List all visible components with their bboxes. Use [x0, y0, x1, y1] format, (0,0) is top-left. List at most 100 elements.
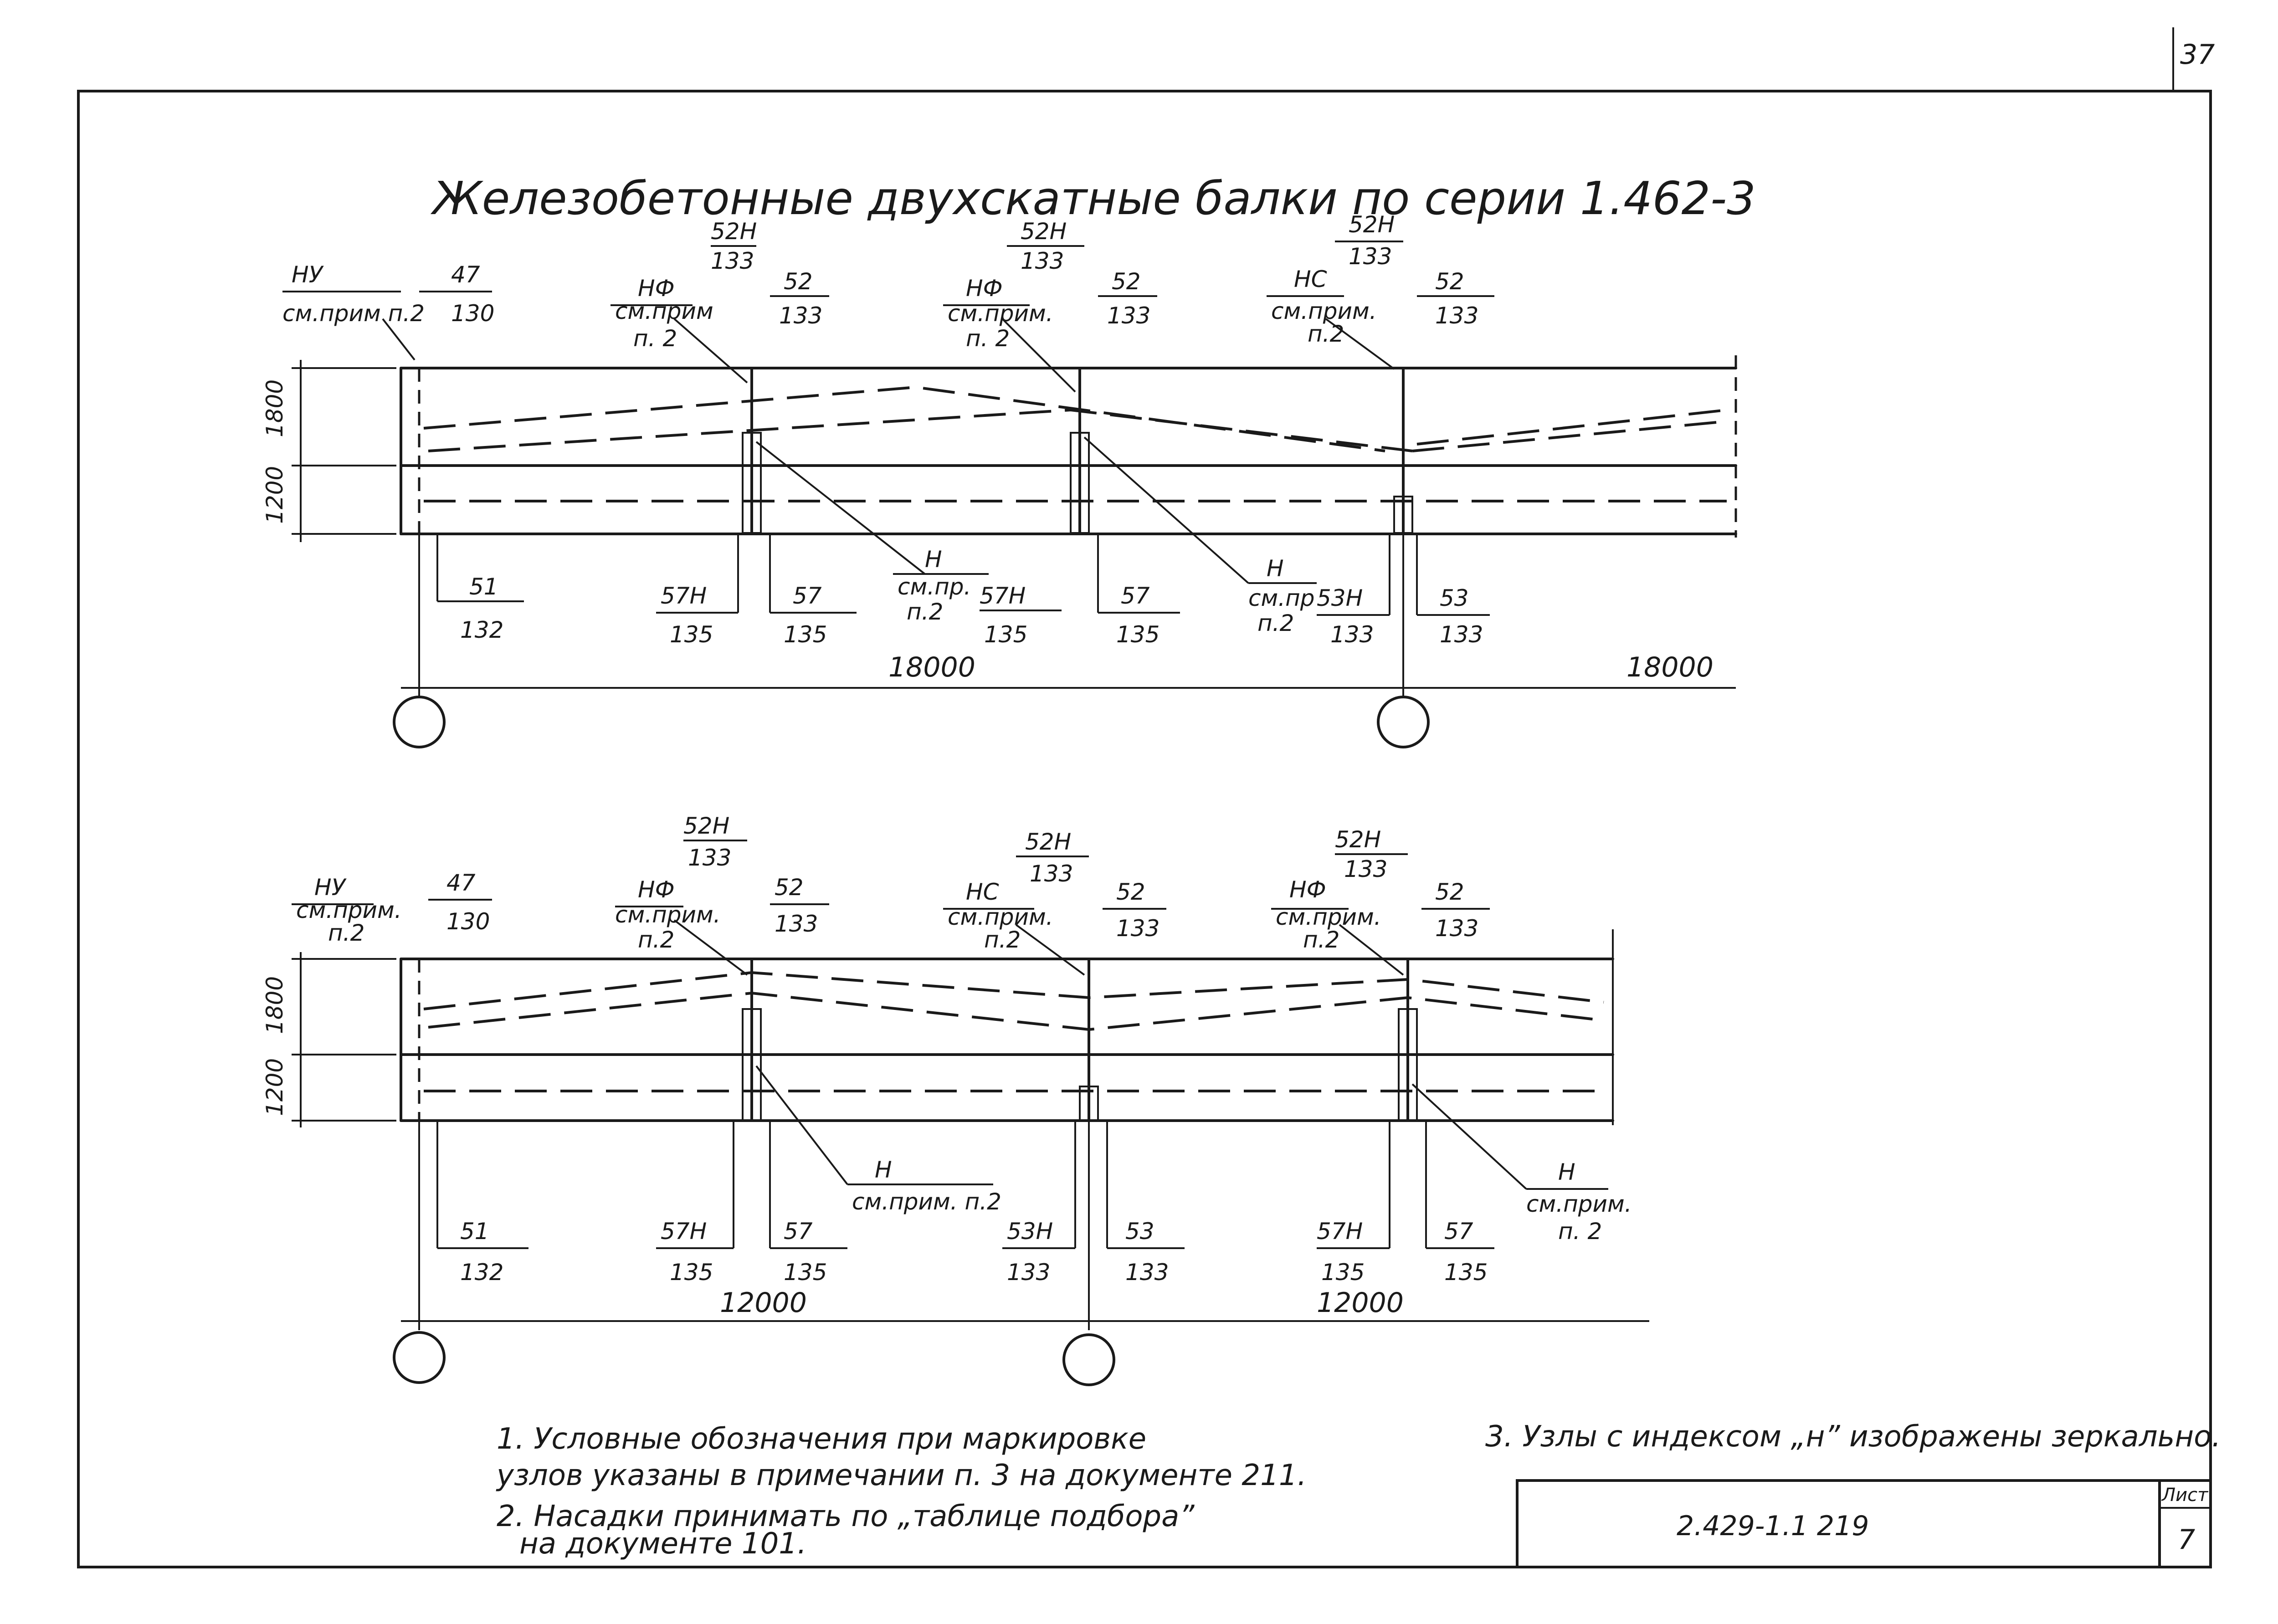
- label-text: 133: [1116, 915, 1160, 942]
- label-text: 135: [1116, 621, 1160, 648]
- beam-top-top-labels: НУ см.прим п.2 47 130 НФ см.прим п. 2 52…: [282, 211, 1494, 393]
- label-text: НС: [1294, 266, 1327, 292]
- corner-mark: 37: [2180, 39, 2215, 71]
- beam-top-bottom-labels: 51 132 57Н 135 57 135 57Н 135 57 135 53Н…: [436, 436, 1490, 648]
- label-text: НУ: [314, 874, 347, 901]
- label-text: см.прим: [615, 298, 713, 324]
- label-text: 57Н: [661, 1218, 707, 1245]
- label-text: 51: [469, 574, 498, 600]
- stamp-sheet-number: 7: [2178, 1524, 2195, 1556]
- label-text: 133: [1435, 302, 1478, 329]
- label-text: см.прим.: [948, 904, 1053, 930]
- label-text: см.прим.: [615, 902, 721, 928]
- label-text: п.2: [1308, 321, 1344, 347]
- label-text: 52: [1435, 879, 1464, 905]
- node-2-detail: [1070, 432, 1090, 534]
- label-text: 53: [1125, 1218, 1154, 1245]
- label-text: 133: [1021, 248, 1064, 274]
- stamp: 2.429-1.1 219 Лист 7: [1516, 1479, 2212, 1568]
- label-text: п.2: [1257, 610, 1294, 636]
- label-text: 133: [775, 911, 818, 937]
- label-text: 133: [1030, 861, 1073, 887]
- label-text: 133: [1440, 621, 1483, 648]
- label-text: 47: [446, 870, 476, 896]
- label-text: п. 2: [966, 325, 1010, 352]
- label-text: Н: [925, 546, 942, 573]
- label-text: 133: [1344, 856, 1387, 882]
- label-text: 52Н: [1025, 829, 1071, 855]
- label-text: п.2: [328, 920, 364, 946]
- note-3: 3. Узлы с индексом „н” изображены зеркал…: [1485, 1420, 2221, 1454]
- label-text: см.прим п.2: [282, 300, 425, 327]
- label-text: Н: [875, 1157, 892, 1183]
- label-text: 52Н: [1021, 218, 1067, 245]
- label-text: 57: [793, 583, 822, 609]
- label-text: 135: [1321, 1259, 1365, 1286]
- label-text: НФ: [638, 275, 675, 302]
- label-text: 52Н: [1349, 211, 1395, 238]
- label-text: 133: [711, 248, 754, 274]
- label-text: 52: [1112, 268, 1141, 295]
- label-text: 52: [784, 268, 813, 295]
- beam-top: 1800 1200 18000 18000: [262, 355, 1737, 748]
- label-text: 53Н: [1007, 1218, 1053, 1245]
- label-text: 133: [1330, 621, 1374, 648]
- label-text: п.2: [638, 927, 674, 953]
- beam-top-rebar-right: [1416, 409, 1727, 446]
- label-text: НФ: [1289, 876, 1326, 903]
- label-text: 133: [688, 845, 731, 871]
- label-text: 52Н: [1335, 826, 1381, 853]
- note-1-line-1: 1. Условные обозначения при маркировке: [497, 1422, 1146, 1456]
- label-text: 47: [451, 261, 480, 288]
- label-text: 130: [446, 908, 490, 935]
- axis-marker: [393, 696, 446, 748]
- beam-bottom-dim-lower: 1200: [262, 1058, 288, 1116]
- label-text: 53: [1440, 585, 1469, 611]
- stamp-code: 2.429-1.1 219: [1677, 1510, 1869, 1542]
- label-text: см.пр: [1248, 585, 1315, 611]
- label-text: 51: [460, 1218, 489, 1245]
- axis-marker: [1377, 696, 1430, 748]
- label-text: 57: [1121, 583, 1150, 609]
- beam-top-dim-upper: 1800: [262, 379, 288, 437]
- label-text: см.прим.: [296, 897, 402, 923]
- beam-bottom-span-left: 12000: [720, 1287, 807, 1319]
- label-text: 132: [460, 617, 503, 643]
- label-text: 52Н: [711, 218, 757, 245]
- label-text: п.2: [984, 927, 1021, 953]
- beam-top-rebar-upper: [423, 385, 1385, 452]
- label-text: 52: [1435, 268, 1464, 295]
- beam-top-span-left: 18000: [888, 651, 975, 683]
- label-text: см.прим. п.2: [852, 1189, 1001, 1215]
- label-text: 135: [784, 621, 827, 648]
- axis-marker: [1062, 1333, 1115, 1386]
- label-text: 135: [670, 1259, 713, 1286]
- label-text: Н: [1558, 1159, 1575, 1185]
- label-text: п.2: [907, 599, 943, 625]
- label-text: 57: [1444, 1218, 1473, 1245]
- beam-bottom-dim-upper: 1800: [262, 976, 288, 1034]
- label-text: 57Н: [1317, 1218, 1363, 1245]
- note-1-line-2: узлов указаны в примечании п. 3 на докум…: [496, 1459, 1307, 1492]
- beam-bottom-span-right: 12000: [1317, 1287, 1404, 1319]
- drawing-title: Железобетонные двухскатные балки по сери…: [430, 172, 1756, 225]
- beam-top-dim-lower: 1200: [262, 466, 288, 524]
- label-text: 57Н: [980, 583, 1026, 609]
- sheet-frame: [77, 90, 2212, 1568]
- label-text: НФ: [638, 876, 675, 903]
- label-text: НФ: [966, 275, 1003, 302]
- note-2-line-2: на документе 101.: [519, 1527, 806, 1561]
- axis-marker: [393, 1331, 446, 1384]
- label-text: см.пр.: [898, 574, 971, 600]
- beam-bottom-bottom-labels: 51 132 57Н 135 57 135 53Н 133 53 133 57Н…: [436, 1065, 1632, 1286]
- label-text: 133: [1435, 915, 1478, 942]
- notes: 1. Условные обозначения при маркировке у…: [496, 1420, 2221, 1561]
- label-text: 52: [1116, 879, 1145, 905]
- label-text: 133: [1007, 1259, 1050, 1286]
- label-text: 52Н: [683, 813, 729, 839]
- label-text: см.прим.: [1271, 298, 1377, 324]
- label-text: см.прим.: [948, 300, 1053, 327]
- label-text: 52: [775, 874, 804, 901]
- label-text: см.прим.: [1276, 904, 1381, 930]
